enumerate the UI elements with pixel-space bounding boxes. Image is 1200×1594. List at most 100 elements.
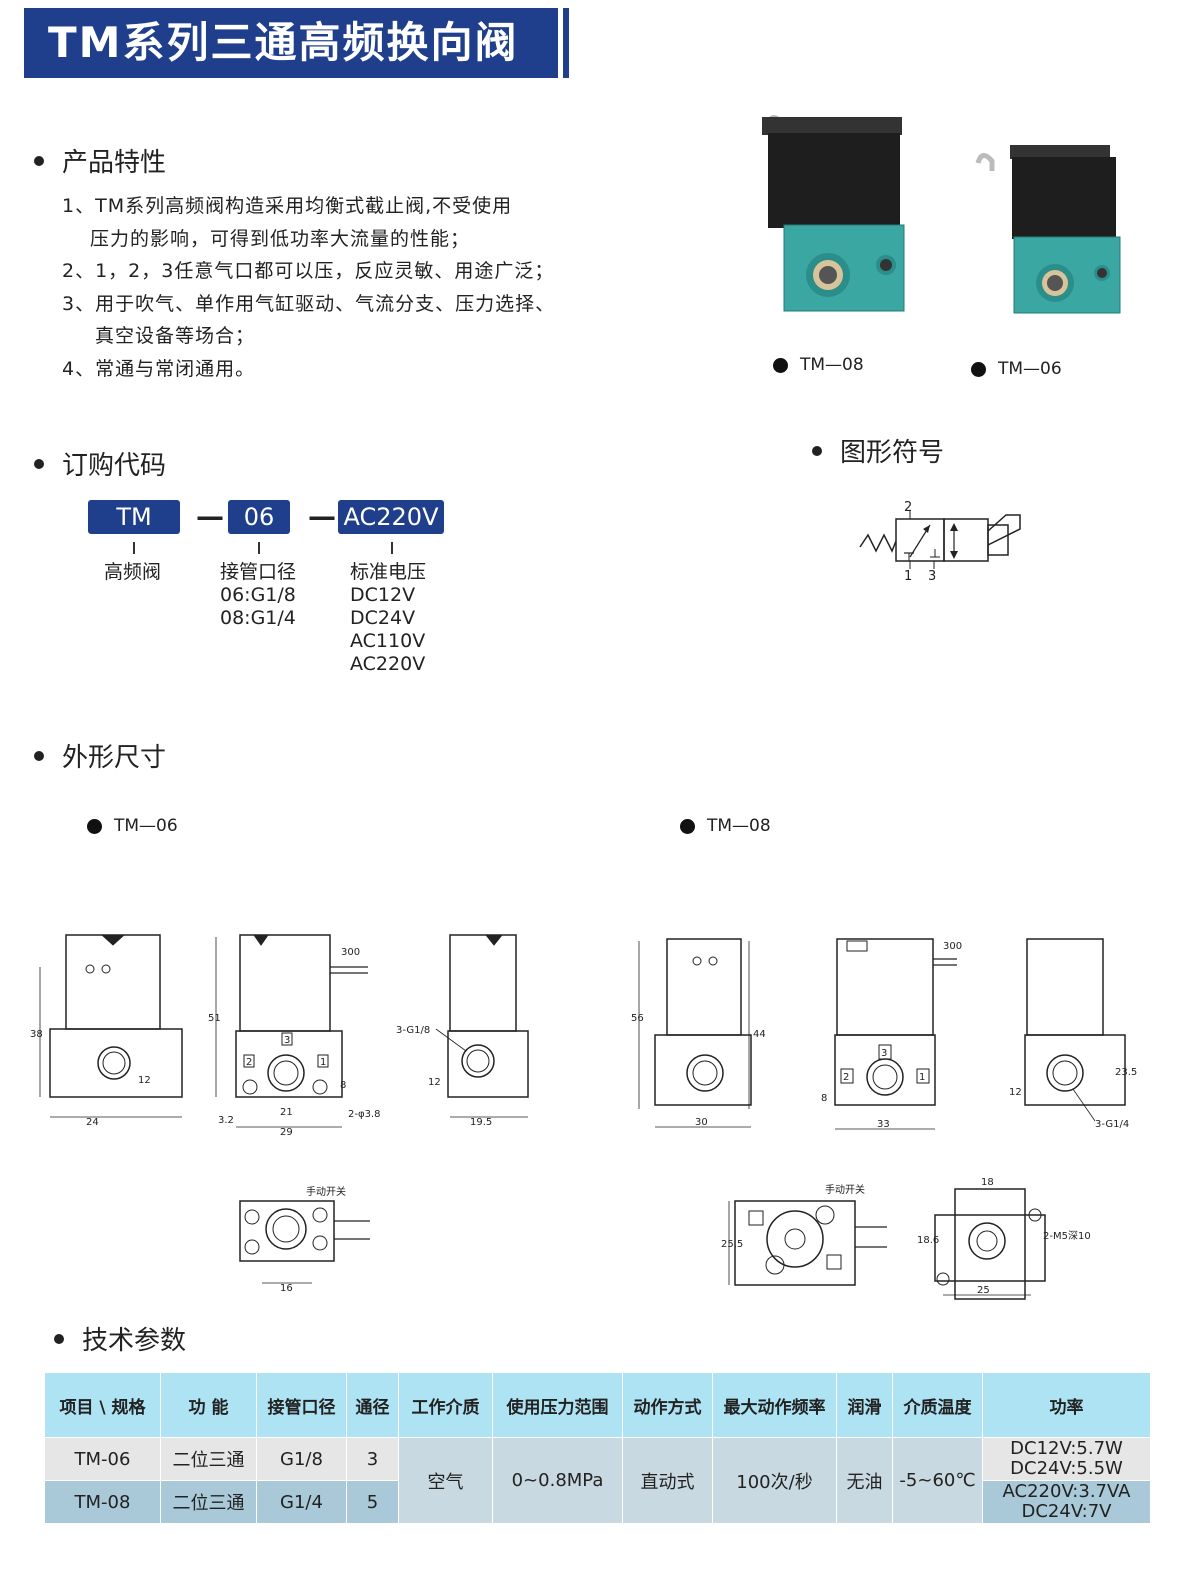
- bullet-icon: [812, 445, 822, 456]
- dim-label: 300: [943, 941, 962, 952]
- valve-tm08-image: [762, 115, 905, 312]
- bullet-icon: [34, 750, 44, 761]
- port-number: 2: [843, 1072, 849, 1083]
- voltage-option: DC12V: [350, 584, 416, 606]
- port-label: 1: [904, 569, 912, 584]
- action-cell: 直动式: [622, 1437, 713, 1524]
- dim-label: 手动开关: [306, 1185, 346, 1198]
- port-label: 2: [904, 500, 912, 515]
- dim-label: 24: [86, 1117, 99, 1128]
- header-cell: 最大动作频率: [712, 1372, 837, 1438]
- port-cell: G1/8: [256, 1437, 347, 1481]
- bullet-icon: [87, 818, 102, 834]
- feature-line: 4、常通与常闭通用。: [62, 357, 256, 380]
- spec-table: 项目 \ 规格 功 能 接管口径 通径 工作介质 使用压力范围 动作方式 最大动…: [44, 1372, 1151, 1524]
- title-accent-bar: [563, 8, 569, 78]
- features-list: 1、TM系列高频阀构造采用均衡式截止阀,不受使用 压力的影响，可得到低功率大流量…: [62, 190, 555, 385]
- temp-cell: -5~60℃: [892, 1437, 983, 1524]
- dim-label: 51: [208, 1013, 221, 1024]
- header-cell: 使用压力范围: [492, 1372, 623, 1438]
- table-row: TM-06 二位三通 G1/8 3 空气 0~0.8MPa 直动式 100次/秒…: [44, 1437, 1151, 1524]
- dim-label: 18: [981, 1177, 994, 1188]
- product-photos: [762, 115, 1121, 314]
- dimension-caption-tm08: TM—08: [680, 816, 771, 836]
- port-number: 3: [284, 1035, 290, 1046]
- bore-cell: 3: [346, 1437, 399, 1481]
- voltage-option: AC220V: [350, 653, 426, 675]
- bullet-icon: [54, 1333, 64, 1344]
- dim-label: 8: [340, 1080, 346, 1091]
- feature-line: 真空设备等场合；: [95, 325, 256, 347]
- dim-label: 3-G1/8: [396, 1025, 430, 1036]
- header-cell: 功率: [982, 1372, 1151, 1438]
- port-number: 2: [246, 1057, 252, 1068]
- dim-label: 23.5: [1115, 1067, 1137, 1078]
- dim-label: 19.5: [470, 1117, 492, 1128]
- port-option: 06:G1/8: [220, 584, 296, 606]
- tm08-dimension-drawing: 56 44 30 300 3 2 1 8 33 23.5 12 3-G1/4 手…: [631, 938, 1137, 1300]
- code-connector: [258, 542, 260, 554]
- header-cell: 通径: [346, 1372, 399, 1438]
- pressure-cell: 0~0.8MPa: [492, 1437, 623, 1524]
- valve-symbol-diagram: 2 1 3: [859, 500, 1021, 584]
- dim-label: 38: [30, 1029, 43, 1040]
- bullet-icon: [971, 361, 986, 377]
- tm06-dimension-drawing: 38 12 24 300 51 3 2 1 8 21 29 3.2 2-φ3.8…: [30, 934, 529, 1294]
- feature-line: 3、用于吹气、单作用气缸驱动、气流分支、压力选择、: [62, 292, 556, 315]
- bore-cell: 5: [346, 1480, 399, 1524]
- dim-label: 3-G1/4: [1095, 1119, 1129, 1130]
- dim-label: 25.5: [721, 1239, 743, 1250]
- dim-label: 33: [877, 1119, 890, 1130]
- dimension-caption-tm06: TM—06: [87, 816, 178, 836]
- feature-line: 1、TM系列高频阀构造采用均衡式截止阀,不受使用: [62, 195, 513, 217]
- dim-label: 18.6: [917, 1235, 939, 1246]
- page-title: TM系列三通高频换向阀: [24, 8, 558, 78]
- code-desc-voltage: 标准电压 DC12V DC24V AC110V AC220V: [350, 561, 427, 675]
- header-cell: 介质温度: [892, 1372, 983, 1438]
- photo-caption-tm08: TM—08: [773, 355, 864, 375]
- port-number: 1: [919, 1072, 925, 1083]
- function-cell: 二位三通: [160, 1437, 257, 1481]
- code-box-port: 06: [228, 500, 290, 534]
- dim-label: 3.2: [218, 1115, 234, 1126]
- dim-label: 16: [280, 1283, 293, 1294]
- bullet-icon: [680, 818, 695, 834]
- dim-label: 56: [631, 1013, 644, 1024]
- bullet-icon: [34, 458, 44, 469]
- code-desc-series: 高频阀: [104, 561, 162, 583]
- table-header-row: 项目 \ 规格 功 能 接管口径 通径 工作介质 使用压力范围 动作方式 最大动…: [44, 1372, 1151, 1438]
- port-label: 3: [928, 569, 936, 584]
- model-cell: TM-08: [44, 1480, 161, 1524]
- photo-caption-tm06: TM—06: [971, 359, 1062, 379]
- dim-label: 12: [1009, 1087, 1022, 1098]
- ordering-heading: 订购代码: [34, 445, 166, 482]
- lube-cell: 无油: [836, 1437, 893, 1524]
- dim-label: 12: [428, 1077, 441, 1088]
- code-box-series: TM: [88, 500, 180, 534]
- dim-label: 30: [695, 1117, 708, 1128]
- code-connector: [391, 542, 393, 554]
- header-cell: 润滑: [836, 1372, 893, 1438]
- frequency-cell: 100次/秒: [712, 1437, 837, 1524]
- dim-label: 2-φ3.8: [348, 1109, 380, 1120]
- features-heading: 产品特性: [34, 142, 166, 179]
- feature-line: 压力的影响，可得到低功率大流量的性能；: [90, 227, 471, 250]
- port-cell: G1/4: [256, 1480, 347, 1524]
- valve-tm06-image: [975, 145, 1121, 314]
- model-cell: TM-06: [44, 1437, 161, 1481]
- voltage-option: DC24V: [350, 607, 416, 629]
- code-dash: —: [308, 500, 336, 533]
- port-number: 1: [320, 1057, 326, 1068]
- code-connector: [133, 542, 135, 554]
- header-cell: 工作介质: [398, 1372, 493, 1438]
- bullet-icon: [34, 155, 44, 166]
- dim-label: 2-M5深10: [1043, 1230, 1091, 1242]
- dim-label: 21: [280, 1107, 293, 1118]
- dim-label: 300: [341, 947, 360, 958]
- header-cell: 接管口径: [256, 1372, 347, 1438]
- port-number: 3: [881, 1048, 887, 1059]
- port-option: 08:G1/4: [220, 607, 296, 629]
- voltage-option: AC110V: [350, 630, 426, 652]
- dim-label: 8: [821, 1093, 827, 1104]
